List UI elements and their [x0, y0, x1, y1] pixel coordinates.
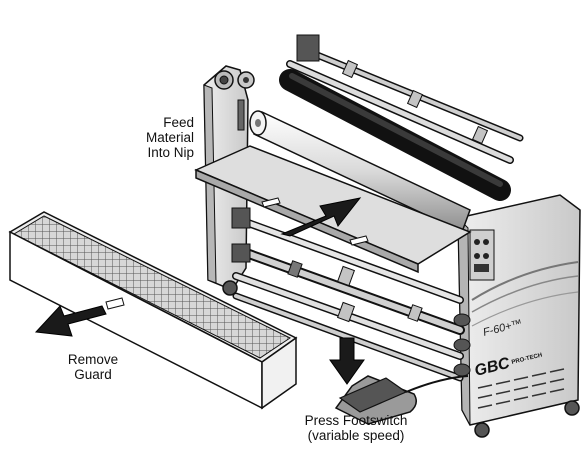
safety-guard	[8, 211, 298, 410]
remove-direction-arrow	[34, 305, 107, 337]
footswitch-label-line-1: Press Footswitch	[304, 413, 408, 428]
feed-label-line-3: Into Nip	[147, 145, 194, 160]
upper-rollers	[279, 34, 524, 201]
left-caster-icon	[222, 280, 238, 296]
control-panel	[469, 229, 495, 281]
feed-material-label: Feed Material Into Nip	[118, 115, 194, 160]
footswitch-label-line-2: (variable speed)	[307, 428, 405, 443]
right-caster-front-icon	[474, 422, 490, 438]
footswitch	[329, 337, 469, 425]
remove-label-line-1: Remove	[67, 352, 119, 367]
right-side-frame	[457, 194, 581, 438]
lower-rollers	[231, 207, 471, 382]
press-footswitch-label: Press Footswitch (variable speed)	[276, 413, 436, 443]
feed-label-line-2: Material	[145, 130, 194, 145]
remove-label-line-2: Guard	[74, 367, 112, 382]
feed-direction-arrow	[280, 197, 362, 237]
remove-guard-label: Remove Guard	[58, 352, 128, 382]
press-direction-arrow	[329, 337, 365, 385]
feed-label-line-1: Feed	[163, 115, 194, 130]
right-caster-rear-icon	[564, 400, 580, 416]
